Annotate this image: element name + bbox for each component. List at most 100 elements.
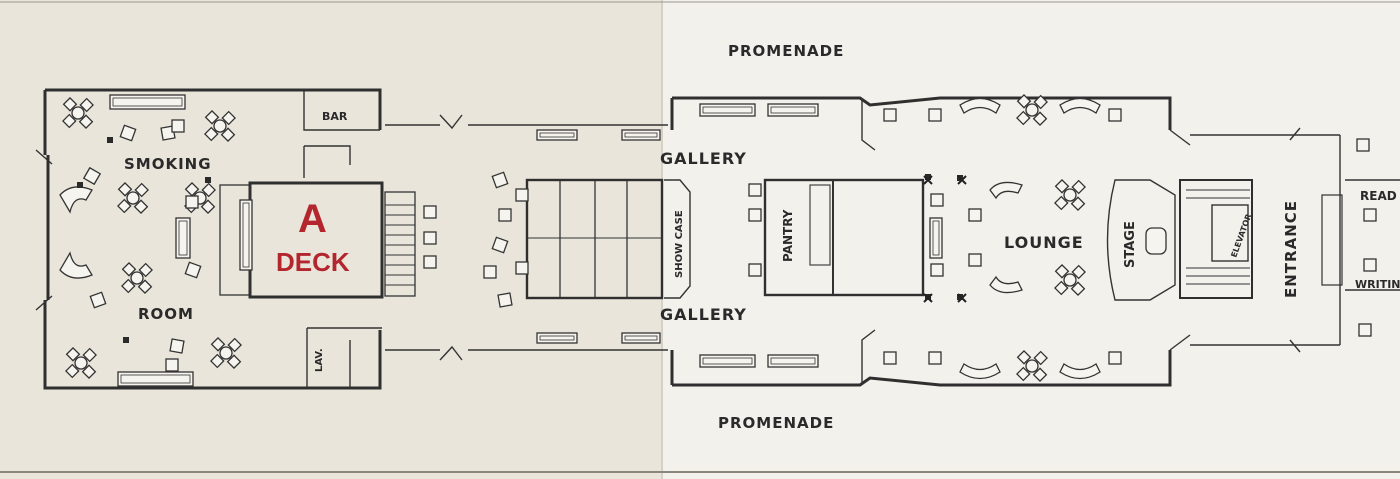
- promenade-passage: [385, 114, 668, 361]
- chair: [423, 255, 437, 269]
- chair: [78, 114, 94, 129]
- column-marker: [77, 182, 83, 188]
- column-marker: [205, 177, 211, 183]
- piano: [1145, 227, 1167, 255]
- entrance-label: ENTRANCE: [1282, 200, 1300, 298]
- chair: [1071, 179, 1086, 195]
- chair: [82, 347, 97, 363]
- show-case: [664, 179, 691, 299]
- chair: [1033, 94, 1048, 110]
- chair: [968, 208, 982, 222]
- chair: [117, 182, 133, 197]
- chair: [1071, 264, 1086, 280]
- chair: [226, 354, 242, 369]
- chair: [1108, 351, 1122, 365]
- chair: [930, 263, 944, 277]
- chair: [184, 261, 202, 279]
- chair: [515, 261, 529, 275]
- chair: [65, 363, 80, 379]
- sofa: [699, 354, 756, 368]
- reading-label: READ: [1360, 189, 1397, 203]
- curved-sofa: [959, 97, 1001, 114]
- sofa: [175, 217, 191, 259]
- reading-writing-edge: [1321, 179, 1400, 291]
- paper-right-sheet: [662, 0, 1400, 479]
- chair: [210, 353, 225, 369]
- chair: [201, 182, 216, 198]
- chair: [134, 182, 149, 198]
- chair: [62, 97, 78, 112]
- chair: [423, 231, 437, 245]
- sofa-cushion: [770, 357, 816, 365]
- promenade-bottom-label: PROMENADE: [718, 414, 834, 432]
- chair: [138, 262, 153, 278]
- sofa-cushion: [120, 374, 191, 384]
- chair: [930, 193, 944, 207]
- column-marker: [925, 174, 931, 180]
- sofa: [767, 354, 819, 368]
- chair: [185, 195, 199, 209]
- gallery-top-label: GALLERY: [660, 149, 747, 168]
- sofa-cushion: [624, 132, 658, 138]
- sofa: [621, 129, 661, 141]
- chair: [220, 127, 236, 142]
- sofa: [536, 129, 578, 141]
- chair: [1356, 138, 1370, 152]
- chair: [1032, 367, 1048, 382]
- chair: [515, 188, 529, 202]
- chair: [65, 347, 81, 362]
- chair: [119, 124, 137, 142]
- chair: [1016, 110, 1031, 126]
- gallery-bottom-label: GALLERY: [660, 305, 747, 324]
- sofa-cushion: [178, 220, 188, 256]
- chair: [137, 279, 153, 294]
- stage-label: STAGE: [1123, 221, 1138, 268]
- chair: [82, 166, 102, 186]
- chair: [1363, 258, 1377, 272]
- chair: [121, 262, 137, 277]
- sofa: [621, 332, 661, 344]
- table: [219, 346, 233, 360]
- deck-word: DECK: [276, 247, 350, 277]
- table: [1063, 188, 1077, 202]
- chair: [483, 265, 497, 279]
- promenade-top-label: PROMENADE: [728, 42, 844, 60]
- chair: [491, 171, 509, 189]
- sofa-cushion: [242, 202, 250, 268]
- sofa: [117, 371, 194, 387]
- chair: [89, 291, 107, 309]
- chair: [204, 126, 219, 142]
- sofa-cushion: [112, 97, 183, 107]
- table: [1025, 359, 1039, 373]
- show-case-label: SHOW CASE: [674, 210, 685, 278]
- bar-label: BAR: [322, 110, 348, 123]
- chair: [81, 364, 97, 379]
- chair: [1016, 350, 1032, 365]
- pillar-x: [957, 293, 967, 303]
- writing-label: WRITIN: [1355, 278, 1400, 291]
- smoking-room-walls: [35, 88, 382, 390]
- gallery-lounge-walls: [670, 96, 1341, 387]
- lav-label: LAV.: [314, 348, 325, 372]
- table: [71, 106, 85, 120]
- pillar-x: [923, 293, 933, 303]
- table: [126, 191, 140, 205]
- furniture-layer: [59, 94, 1377, 387]
- chair: [184, 182, 200, 197]
- table: [1025, 103, 1039, 117]
- chair: [165, 358, 179, 372]
- chair: [748, 183, 762, 197]
- elevator-stair: [1179, 179, 1253, 299]
- pillar-x: [923, 175, 933, 185]
- table: [213, 119, 227, 133]
- chair: [1054, 280, 1069, 296]
- paper-left-sheet: [0, 0, 662, 479]
- column-marker: [123, 337, 129, 343]
- sofa-cushion: [624, 335, 658, 341]
- pillar-x: [957, 175, 967, 185]
- lounge-label: LOUNGE: [1004, 233, 1084, 252]
- curved-sofa: [989, 181, 1023, 200]
- sofa-cushion: [702, 106, 753, 114]
- chair: [748, 208, 762, 222]
